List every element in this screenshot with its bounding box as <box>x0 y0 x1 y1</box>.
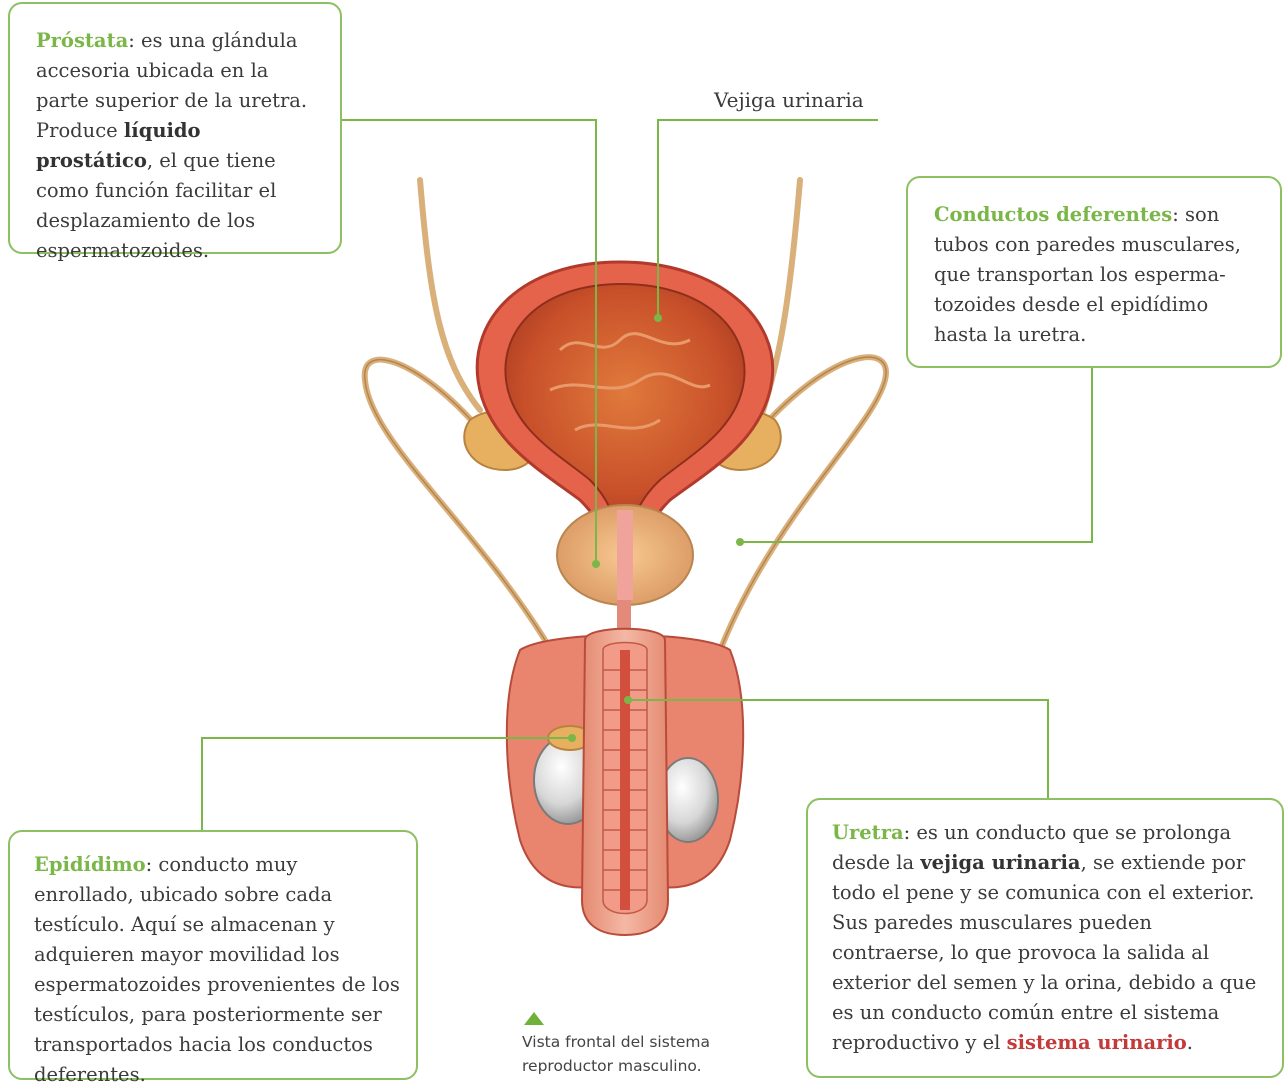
label-vejiga-urinaria: Vejiga urinaria <box>714 88 864 112</box>
prostata-drawing <box>557 505 693 605</box>
term-uretra: Uretra <box>832 821 904 844</box>
callout-prostata: Próstata: es una glándula accesoria ubic… <box>8 2 342 254</box>
pene-drawing <box>582 629 668 935</box>
term-conductos-deferentes: Conductos deferentes <box>934 203 1172 226</box>
text-uretra-2: , se extiende por todo el pene y se comu… <box>832 851 1256 1054</box>
text-epididimo: : conducto muy enrollado, ubicado sobre … <box>34 853 400 1086</box>
figure-caption: Vista frontal del sistema reproductor ma… <box>522 1030 772 1078</box>
callout-conductos-deferentes: Conductos deferentes: son tubos con pare… <box>906 176 1282 368</box>
callout-uretra: Uretra: es un conducto que se prolonga d… <box>806 798 1284 1078</box>
caption-triangle-icon <box>524 1012 544 1025</box>
term-prostata: Próstata <box>36 29 128 52</box>
text-uretra-3: . <box>1187 1031 1193 1054</box>
bold-vejiga-urinaria: vejiga urinaria <box>920 851 1080 874</box>
term-epididimo: Epidídimo <box>34 853 146 876</box>
callout-epididimo: Epidídimo: conducto muy enrollado, ubica… <box>8 830 418 1080</box>
red-sistema-urinario: sistema urinario <box>1007 1031 1187 1054</box>
